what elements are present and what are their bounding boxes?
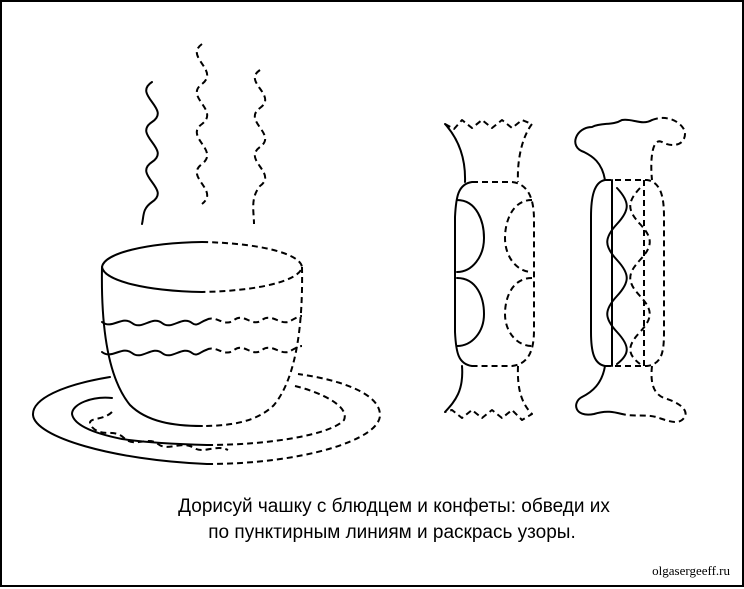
- cup-rim-right: [201, 241, 303, 293]
- steam-lines: [141, 43, 267, 225]
- saucer-inner-solid: [71, 396, 208, 446]
- saucer: [31, 373, 381, 465]
- candy-right: [574, 116, 687, 423]
- cup-wave-upper-solid: [101, 319, 207, 327]
- saucer-outer-dashed: [206, 373, 381, 465]
- candy-right-bottom-wrapper-solid: [575, 365, 623, 416]
- candy-left-pattern-solid: [456, 199, 485, 347]
- candy-left: [444, 119, 535, 421]
- candy-left-bottom-wrapper-solid: [444, 365, 464, 413]
- cup-wave-upper-dashed: [205, 315, 303, 324]
- cup-rim-left: [101, 241, 203, 293]
- steam-line-solid: [141, 81, 159, 225]
- saucer-inner-wave: [89, 411, 229, 451]
- cup-wave-lower-dashed: [205, 345, 303, 354]
- candy-left-top-wrapper-dashed: [444, 119, 533, 183]
- candy-right-top-wrapper-solid: [574, 118, 653, 181]
- cup-side-right: [201, 266, 304, 427]
- candy-right-wave-dashed: [629, 187, 651, 365]
- candy-right-top-wrapper-dashed: [650, 116, 687, 181]
- saucer-inner-dashed: [206, 385, 346, 446]
- cup: [100, 241, 304, 427]
- cup-wave-lower-solid: [101, 349, 207, 357]
- steam-line-dashed-middle: [195, 43, 209, 205]
- instruction-line-2: по пунктирным линиям и раскрась узоры.: [208, 522, 576, 543]
- candy-left-body-solid: [454, 181, 473, 367]
- site-credit: olgasergeeff.ru: [652, 563, 730, 578]
- candy-left-pattern-dashed: [504, 199, 533, 347]
- steam-line-dashed-right: [252, 69, 267, 225]
- instruction-line-1: Дорисуй чашку с блюдцем и конфеты: обвед…: [178, 496, 610, 517]
- candy-right-wave-solid: [606, 187, 628, 365]
- cup-side-left: [100, 266, 203, 427]
- candy-left-bottom-wrapper-dashed: [444, 365, 533, 421]
- candy-right-body-dashed: [605, 179, 665, 367]
- candy-left-body-dashed: [472, 181, 535, 367]
- candy-right-bottom-wrapper-dashed: [621, 365, 687, 423]
- candy-left-top-wrapper-solid: [444, 123, 467, 183]
- candy-right-body-solid: [590, 179, 606, 367]
- saucer-outer-solid: [31, 376, 208, 465]
